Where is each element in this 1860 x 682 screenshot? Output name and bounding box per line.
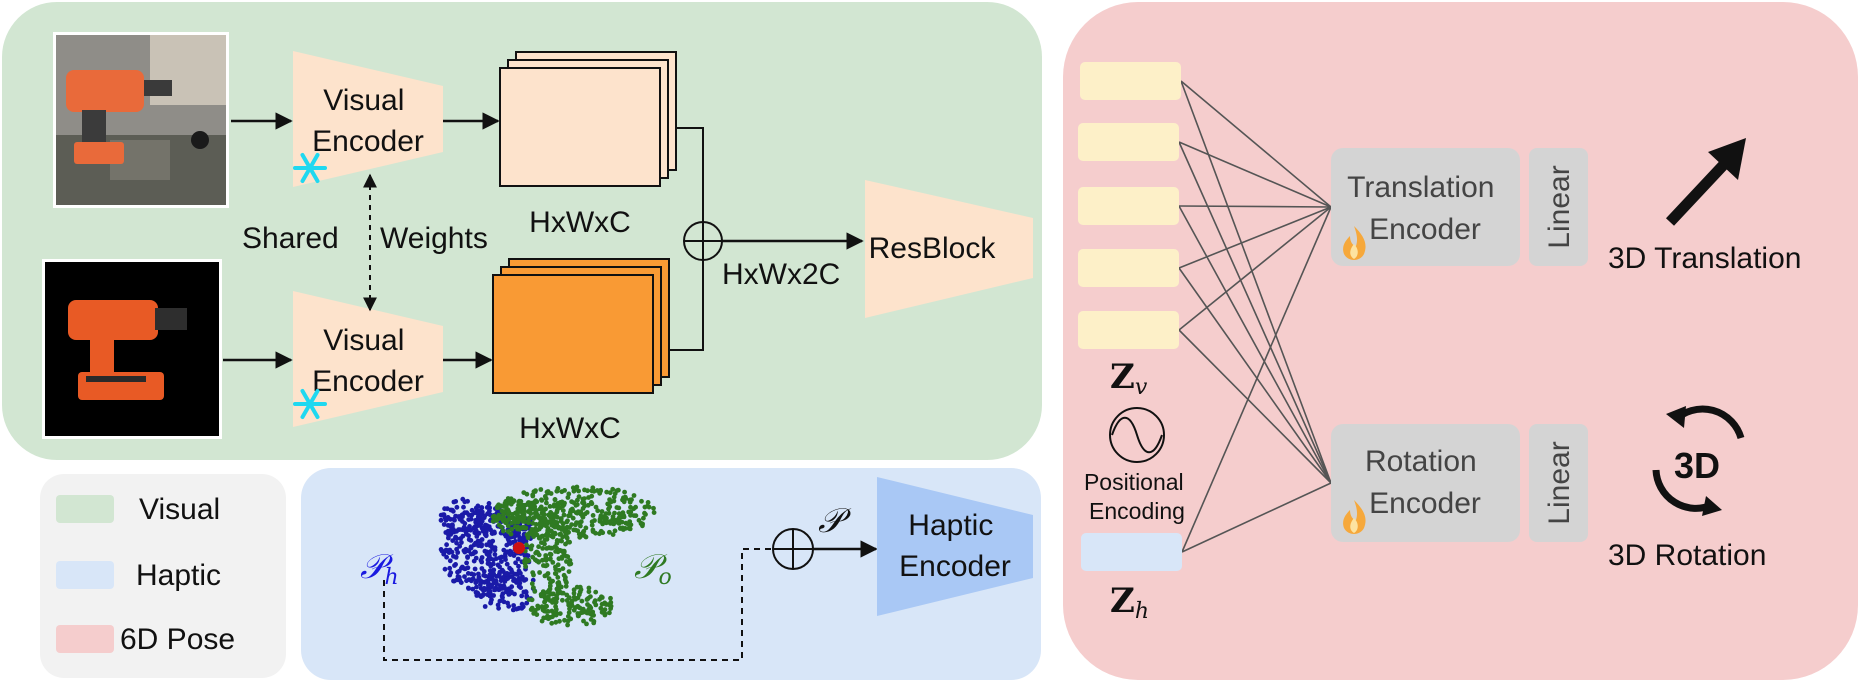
connection-line (1180, 80, 1332, 208)
connection-line (1178, 141, 1332, 484)
object-point-cloud (490, 484, 657, 628)
haptic-panel (301, 468, 1041, 680)
sine-wave-icon (1109, 407, 1165, 463)
connection-line (1180, 80, 1332, 484)
rotation-icon-text: 3D (1674, 445, 1720, 486)
token-connections (1178, 80, 1332, 553)
translation-encoder-line1: Translation (1347, 171, 1494, 204)
svg-text:Positional Encoding: Positional Encoding (1084, 469, 1190, 524)
contact-point (513, 542, 525, 554)
visual-encoder-top (293, 51, 443, 187)
connection-line (1178, 141, 1332, 208)
visual-encoder-bottom-line1: Visual (323, 324, 404, 357)
pose-panel (1063, 2, 1858, 680)
linear-block-bottom (1529, 424, 1588, 542)
connection-line (1178, 206, 1332, 331)
feature-bottom-label: HxWxC (519, 412, 621, 445)
object-photo (42, 259, 222, 439)
translation-encoder-line2: Encoder (1369, 213, 1481, 246)
svg-text:Visual Encoder: Visual Encoder (312, 324, 424, 398)
haptic-encoder-line2: Encoder (899, 550, 1011, 583)
resblock-label: ResBlock (869, 232, 997, 265)
feature-map-bottom (492, 258, 670, 394)
legend-label-pose: 6D Pose (120, 623, 235, 656)
connection-line (1178, 205, 1332, 484)
visual-panel (2, 2, 1042, 460)
haptic-token (1081, 533, 1182, 571)
legend-label-haptic: Haptic (136, 559, 221, 592)
legend-swatch-haptic (56, 561, 114, 589)
visual-encoder-top-line2: Encoder (312, 125, 424, 158)
rotation-encoder (1331, 424, 1520, 542)
trainable-flame-icon (1343, 500, 1366, 534)
svg-text:Rotation Encoder: Rotation Encoder (1365, 445, 1485, 520)
haptic-encoder (877, 477, 1033, 616)
shared-label: Shared (242, 222, 339, 255)
visual-token (1078, 249, 1179, 287)
resblock (865, 180, 1033, 318)
svg-text:Visual Encoder: Visual Encoder (312, 84, 424, 158)
feature-top-label: HxWxC (529, 206, 631, 239)
concat-icon (772, 528, 814, 570)
connection-line (1181, 206, 1332, 553)
legend-swatch-pose (56, 625, 114, 653)
translation-encoder (1331, 148, 1520, 266)
legend-label-visual: Visual (139, 493, 220, 526)
haptic-encoder-line1: Haptic (908, 509, 993, 542)
weights-label: Weights (380, 222, 488, 255)
rotation-encoder-line1: Rotation (1365, 445, 1477, 478)
visual-token (1080, 62, 1181, 100)
translation-arrow-icon (1665, 138, 1746, 226)
rotation-3d-icon: 3D (1652, 405, 1745, 516)
connection-line (1178, 206, 1332, 269)
trainable-flame-icon (1343, 226, 1366, 260)
visual-token (1078, 187, 1179, 225)
feature-map-top (499, 51, 677, 187)
visual-token (1078, 311, 1179, 349)
svg-text:Translation Encoder: Translation Encoder (1347, 171, 1503, 246)
rotation-encoder-line2: Encoder (1369, 487, 1481, 520)
zh-label: Zh (1110, 581, 1149, 624)
visual-encoder-bottom-line2: Encoder (312, 365, 424, 398)
connection-line (1178, 329, 1332, 484)
scene-photo (53, 32, 229, 208)
svg-text:Haptic Encoder: Haptic Encoder (899, 509, 1011, 583)
positional-encoding-line1: Positional (1084, 469, 1184, 495)
visual-encoder-bottom (293, 291, 443, 427)
linear-bottom-label: Linear (1543, 441, 1576, 524)
zv-label: Zv (1110, 357, 1148, 400)
legend-swatch-visual (56, 495, 114, 523)
connection-line (1178, 205, 1332, 208)
visual-token (1078, 123, 1179, 161)
connection-line (1181, 482, 1332, 553)
rotation-output-label: 3D Rotation (1608, 539, 1766, 572)
frozen-snowflake-icon (293, 389, 327, 419)
visual-encoder-top-line1: Visual (323, 84, 404, 117)
concat-label: HxWx2C (722, 258, 840, 291)
concat-icon (683, 221, 723, 261)
frozen-snowflake-icon (293, 153, 327, 183)
translation-output-label: 3D Translation (1608, 242, 1801, 275)
connection-line (1178, 267, 1332, 484)
positional-encoding-line2: Encoding (1089, 498, 1185, 524)
linear-block-top (1529, 148, 1588, 266)
linear-top-label: Linear (1543, 165, 1576, 248)
